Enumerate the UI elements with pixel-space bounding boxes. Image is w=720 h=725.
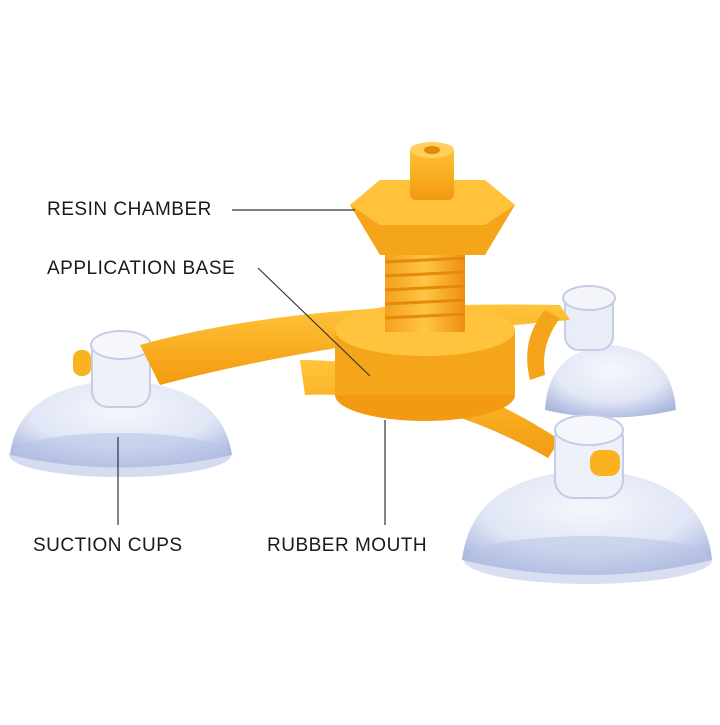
suction-cup-back-right [545, 285, 676, 418]
label-rubber-mouth: RUBBER MOUTH [267, 535, 428, 556]
label-resin-chamber: RESIN CHAMBER [47, 199, 212, 220]
label-suction-cups: SUCTION CUPS [33, 535, 183, 556]
resin-chamber [350, 142, 515, 255]
label-application-base: APPLICATION BASE [47, 258, 236, 279]
suction-cup-front-right [462, 414, 712, 584]
leader-lines [117, 209, 386, 525]
suction-cup-left [9, 330, 232, 477]
threaded-screw [384, 250, 466, 332]
leader-line-base [257, 267, 371, 377]
